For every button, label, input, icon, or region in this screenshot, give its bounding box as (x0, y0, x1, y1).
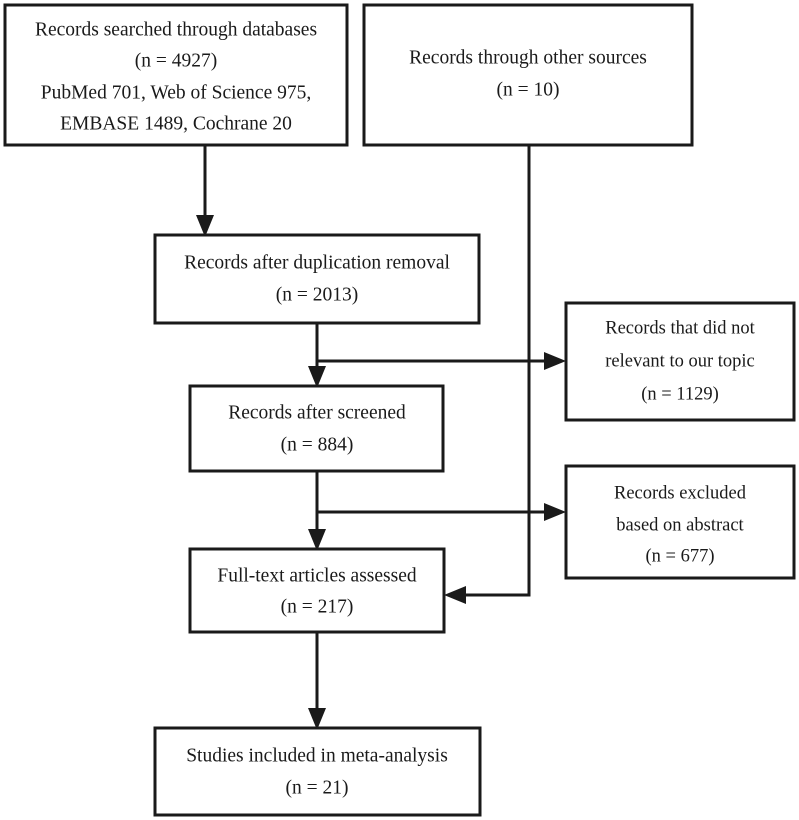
box-outline (362, 3, 694, 147)
box-line-text: PubMed 701, Web of Science 975, (41, 82, 312, 103)
box-outline (153, 233, 481, 325)
box-line-text: (n = 10) (497, 79, 560, 100)
arrow-duplication-to-screened (308, 323, 326, 388)
arrow-head-icon (444, 586, 466, 604)
box-line-text: (n = 217) (281, 596, 354, 617)
box-outline (153, 726, 482, 817)
records-after-duplication-removal-box: Records after duplication removal (n = 2… (153, 233, 481, 325)
box-line-text: (n = 2013) (276, 284, 359, 305)
arrow-head-icon (544, 352, 566, 370)
box-line-text: based on abstract (616, 515, 744, 535)
full-text-articles-assessed-box: Full-text articles assessed (n = 217) (188, 547, 446, 634)
records-other-sources-box: Records through other sources (n = 10) (362, 3, 694, 147)
arrow-head-icon (308, 708, 326, 730)
box-line-text: relevant to our topic (605, 351, 755, 371)
box-outline (564, 301, 796, 422)
studies-included-box: Studies included in meta-analysis (n = 2… (153, 726, 482, 817)
box-outline (564, 464, 796, 580)
records-after-screened-box: Records after screened (n = 884) (188, 384, 445, 473)
box-line-text: (n = 1129) (641, 384, 719, 404)
arrow-head-icon (196, 215, 214, 237)
arrow-head-icon (308, 366, 326, 388)
arrow-head-icon (544, 503, 566, 521)
box-outline (3, 3, 349, 147)
arrow-fulltext-to-included (308, 632, 326, 730)
box-line-text: (n = 884) (281, 434, 354, 455)
box-line-text: EMBASE 1489, Cochrane 20 (60, 113, 292, 134)
box-line-text: (n = 21) (286, 777, 349, 798)
box-line-text: Records after duplication removal (184, 252, 450, 273)
arrow-other-sources-to-fulltext (444, 145, 531, 604)
box-line-text: Records excluded (614, 483, 747, 503)
records-searched-databases-box: Records searched through databases (n = … (3, 3, 349, 147)
records-not-relevant-box: Records that did not relevant to our top… (564, 301, 796, 422)
arrow-head-icon (308, 529, 326, 551)
box-line-text: Records that did not (605, 318, 755, 338)
records-excluded-abstract-box: Records excluded based on abstract (n = … (564, 464, 796, 580)
arrow-screened-to-excluded-abstract (317, 503, 566, 521)
box-line-text: Records searched through databases (35, 19, 317, 40)
arrow-duplication-to-not-relevant (317, 352, 566, 370)
box-line-text: Full-text articles assessed (217, 565, 417, 586)
arrow-screened-to-fulltext (308, 471, 326, 551)
box-line-text: Records after screened (228, 402, 406, 423)
box-line-text: (n = 677) (645, 546, 714, 566)
box-line-text: (n = 4927) (135, 50, 218, 71)
box-line-text: Records through other sources (409, 47, 647, 68)
box-outline (188, 384, 445, 473)
box-line-text: Studies included in meta-analysis (186, 745, 448, 766)
box-outline (188, 547, 446, 634)
arrow-databases-to-duplication (196, 145, 214, 237)
